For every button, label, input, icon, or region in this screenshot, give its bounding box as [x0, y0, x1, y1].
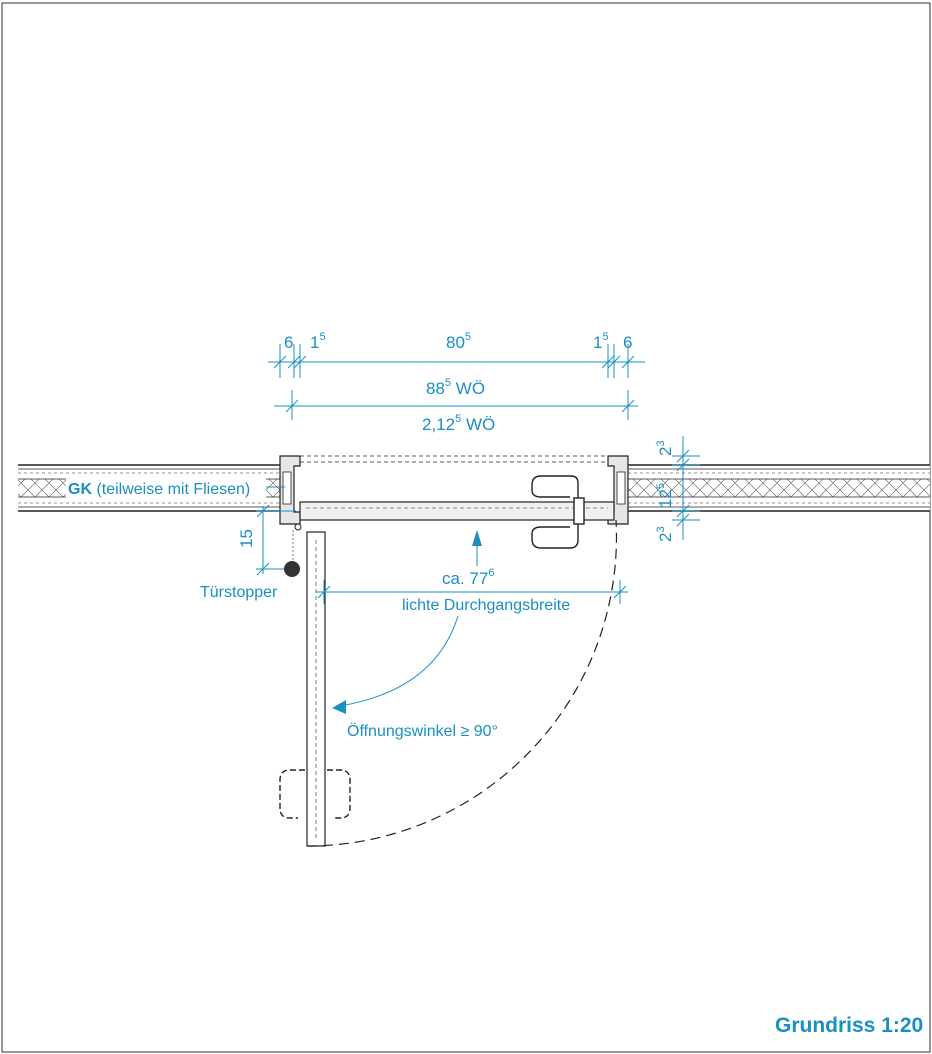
- angle-arrow-head: [332, 700, 346, 714]
- right-wall: [628, 464, 930, 512]
- dim-wall-bottom: 23: [655, 526, 675, 542]
- door-handle-closed: [531, 475, 585, 549]
- wall-label-background: [66, 477, 266, 499]
- dim-wall-thickness: 125: [655, 483, 675, 508]
- dim-opening-width: 885 WÖ: [426, 377, 485, 398]
- drawing-title: Grundriss 1:20: [775, 1014, 923, 1037]
- door-leaf-closed: [299, 455, 615, 521]
- dimension-lines: [256, 344, 700, 707]
- right-wall-insulation: [628, 479, 930, 497]
- clear-passage-label: lichte Durchgangsbreite: [402, 597, 570, 614]
- dim-top-left-a: 6: [284, 333, 293, 352]
- door-handle-open: [279, 769, 351, 819]
- door-leaf-open: [306, 531, 326, 847]
- dim-top-right-b: 15: [593, 331, 609, 352]
- dim-wall-top: 23: [655, 440, 675, 456]
- dim-top-right-a: 6: [623, 333, 632, 352]
- door-stopper-label: Türstopper: [200, 584, 278, 601]
- door-stopper: [284, 561, 300, 577]
- wall-material-label: GK (teilweise mit Fliesen): [68, 481, 250, 498]
- dim-opening-height: 2,125 WÖ: [422, 413, 495, 434]
- hinge-pin: [294, 523, 302, 531]
- passage-arrow-head: [472, 530, 482, 546]
- left-door-frame: [279, 455, 301, 525]
- dim-stopper-offset: 15: [237, 529, 256, 548]
- dim-top-left-b: 15: [310, 331, 326, 352]
- dim-clear-width: 805: [446, 331, 471, 352]
- dim-passage-width: ca. 776: [442, 567, 494, 588]
- opening-angle-label: Öffnungswinkel ≥ 90°: [347, 722, 498, 740]
